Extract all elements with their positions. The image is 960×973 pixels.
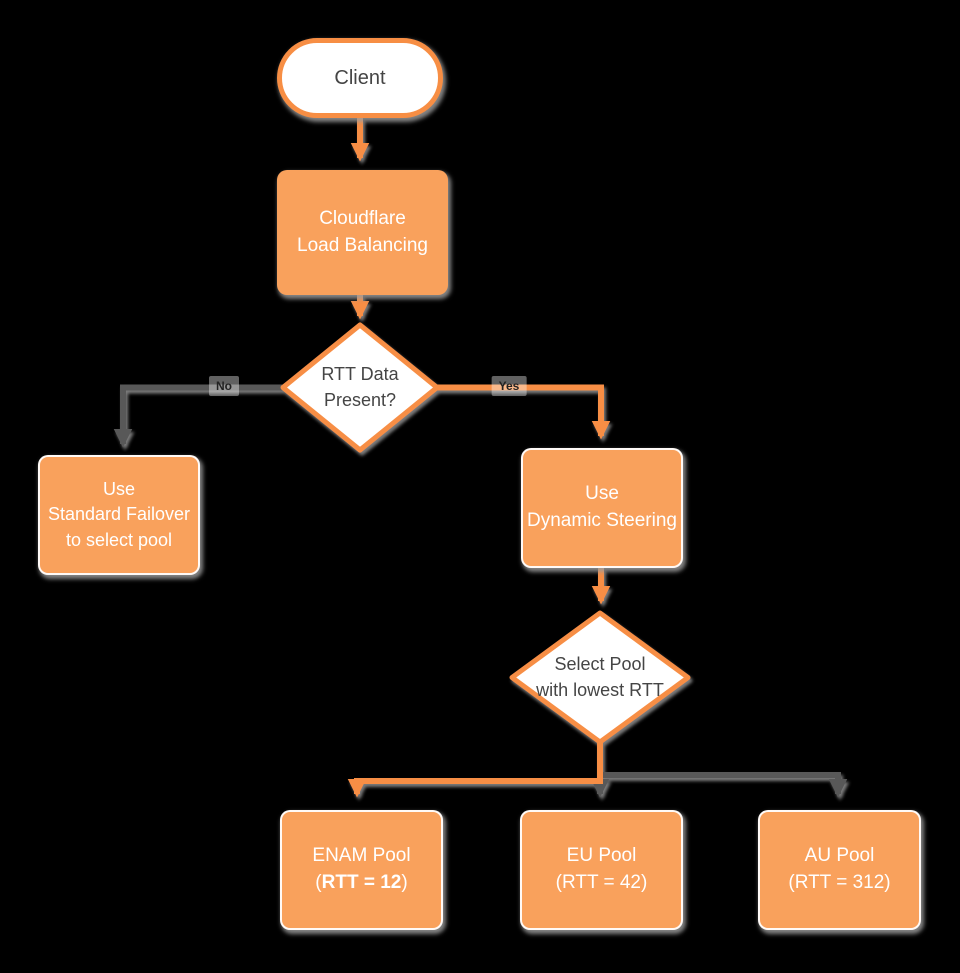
- pool-rtt: (RTT = 312): [788, 872, 891, 893]
- standard-failover-node: Use Standard Failover to select pool: [38, 455, 200, 575]
- node-text-line: Standard Failover: [47, 504, 191, 525]
- rtt-decision-text: RTT Data Present?: [288, 350, 432, 425]
- cloudflare-load-balancing-node: Cloudflare Load Balancing: [277, 170, 448, 295]
- node-text-line: with lowest RTT: [536, 679, 664, 700]
- edge-label-no: No: [209, 376, 239, 396]
- node-text-line: RTT Data: [321, 364, 399, 385]
- pool-rtt: (RTT = 12): [315, 872, 408, 893]
- pool-rtt: (RTT = 42): [555, 872, 648, 893]
- node-text-line: Use: [585, 483, 619, 505]
- pool-name: AU Pool: [804, 845, 875, 867]
- au-pool-node: AU Pool (RTT = 312): [758, 810, 921, 930]
- node-text-line: Cloudflare: [319, 207, 406, 229]
- pool-name: ENAM Pool: [312, 845, 411, 867]
- node-text-line: Load Balancing: [297, 234, 428, 256]
- node-text-line: Dynamic Steering: [527, 510, 677, 531]
- edge-selectpool-to-au: [597, 742, 848, 798]
- rtt-decision-diamond: [280, 322, 440, 453]
- edge-rtt-no-to-standard-failover: [113, 384, 283, 448]
- dynamic-steering-node: Use Dynamic Steering: [521, 448, 683, 568]
- node-text-line: Present?: [323, 389, 397, 410]
- edge-label-yes: Yes: [491, 376, 527, 396]
- eu-pool-node: EU Pool (RTT = 42): [520, 810, 683, 930]
- pool-name: EU Pool: [566, 845, 637, 867]
- edge-selectpool-to-enam: [347, 742, 603, 798]
- client-node: Client: [277, 38, 443, 118]
- client-label: Client: [334, 66, 386, 89]
- enam-pool-node: ENAM Pool (RTT = 12): [280, 810, 443, 930]
- select-pool-diamond: [509, 610, 691, 745]
- edge-rtt-yes-to-dynamic-steering: [437, 384, 611, 440]
- node-text-line: to select pool: [65, 529, 173, 550]
- node-text-line: Use: [102, 479, 135, 500]
- select-pool-text: Select Pool with lowest RTT: [510, 640, 690, 715]
- node-text-line: Select Pool: [554, 654, 646, 675]
